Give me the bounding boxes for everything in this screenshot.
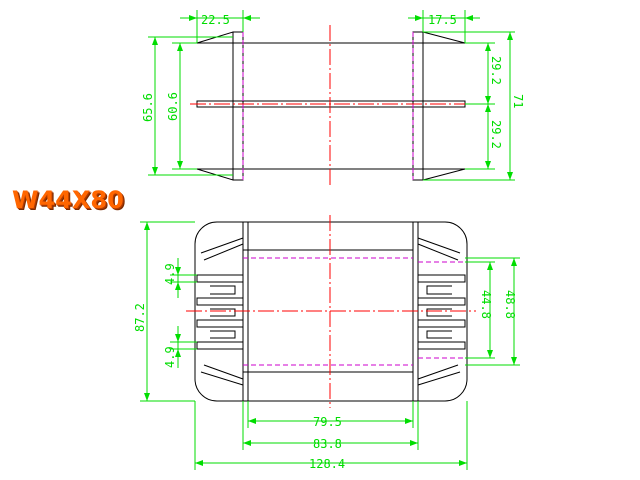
dim-inner-width: 79.5 [313,415,342,429]
front-view-arrows [144,222,517,466]
front-view-labels: 87.2 4.9 4.9 44.8 48.8 79.5 83.8 128.4 [133,263,517,471]
pin-right-2 [417,297,466,306]
dim-left-width: 22.5 [201,13,230,27]
dim-total-width: 128.4 [309,457,345,471]
pin-left-2 [196,297,244,306]
model-title: W44X80 [12,186,124,214]
dim-right-width: 17.5 [428,13,457,27]
top-view-arrows [152,15,513,180]
dim-inner-height: 60.6 [166,92,180,121]
pin-right-1 [417,274,466,283]
pin-right-4 [417,341,466,350]
pin-left-4 [196,341,244,350]
dim-lower-half: 29.2 [489,120,503,149]
dim-pin-upper: 4.9 [163,263,177,285]
top-view-labels: 22.5 17.5 65.6 60.6 29.2 29.2 71 [141,13,525,149]
dim-upper-half: 29.2 [489,56,503,85]
front-view-dimensions [140,221,520,470]
dim-pin-lower: 4.9 [163,346,177,368]
dim-outer-height: 65.6 [141,93,155,122]
dim-total-height: 71 [511,94,525,108]
top-view [190,25,470,188]
top-view-dimensions [148,10,515,181]
dim-mid-width: 83.8 [313,437,342,451]
dim-height: 87.2 [133,303,147,332]
pin-left-3 [196,319,244,328]
front-view [186,215,476,408]
dim-window-inner: 44.8 [479,290,493,319]
dim-window-outer: 48.8 [503,290,517,319]
pin-right-3 [417,319,466,328]
right-post [412,31,424,181]
pin-left-1 [196,274,244,283]
left-post [232,31,244,181]
